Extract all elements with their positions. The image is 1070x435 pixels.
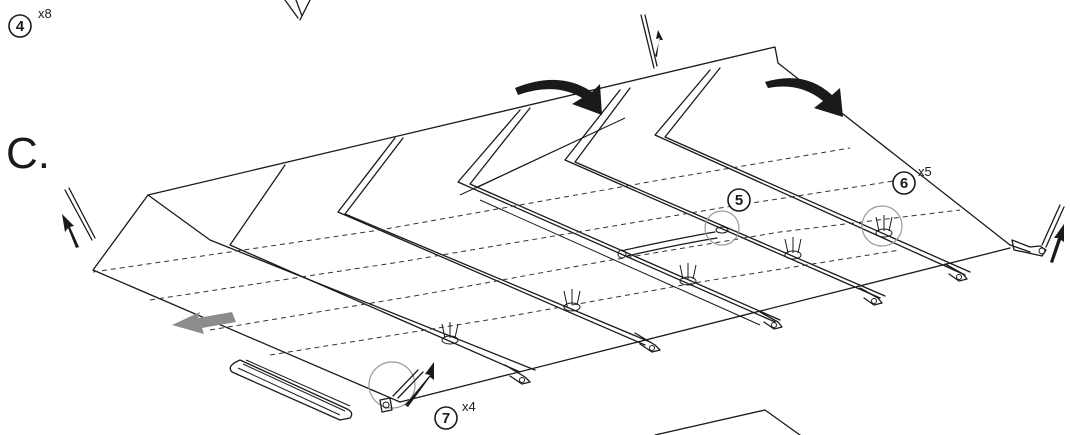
fold-lines	[92, 147, 961, 356]
callout-6-number: 6	[900, 175, 908, 192]
bed-base-frame	[92, 46, 1031, 403]
callout-7-quantity: x4	[462, 399, 476, 414]
magnifier-7	[368, 361, 416, 409]
spare-slat-bundle	[229, 359, 353, 421]
pin-right	[1011, 204, 1065, 263]
screw-holes	[441, 215, 893, 345]
hinge-brackets	[504, 263, 968, 385]
callout-4-quantity: x8	[38, 6, 52, 21]
bracket-detail-7	[379, 369, 424, 413]
fold-arrow-left	[515, 79, 602, 115]
callout-4: 4 x8	[8, 6, 52, 38]
pin-left	[62, 187, 96, 248]
callout-7-number: 7	[442, 410, 450, 427]
magnifier-5	[704, 210, 740, 246]
fold-arrow-right	[765, 78, 843, 117]
previous-step-fragment	[284, 0, 311, 21]
callout-7: 7 x4	[434, 399, 476, 430]
callout-5-number: 5	[735, 192, 743, 209]
callout-4-number: 4	[16, 18, 25, 35]
next-step-fragment	[654, 409, 801, 435]
center-connector-bar	[624, 231, 718, 257]
step-label: C.	[6, 129, 50, 178]
magnifier-6	[861, 205, 903, 247]
callout-6-quantity: x5	[918, 164, 932, 179]
pull-arrow-7	[405, 362, 434, 407]
pin-top	[640, 14, 663, 69]
push-direction-arrow	[172, 312, 236, 334]
callout-6: 6 x5	[892, 164, 932, 195]
callout-5: 5	[727, 188, 751, 212]
